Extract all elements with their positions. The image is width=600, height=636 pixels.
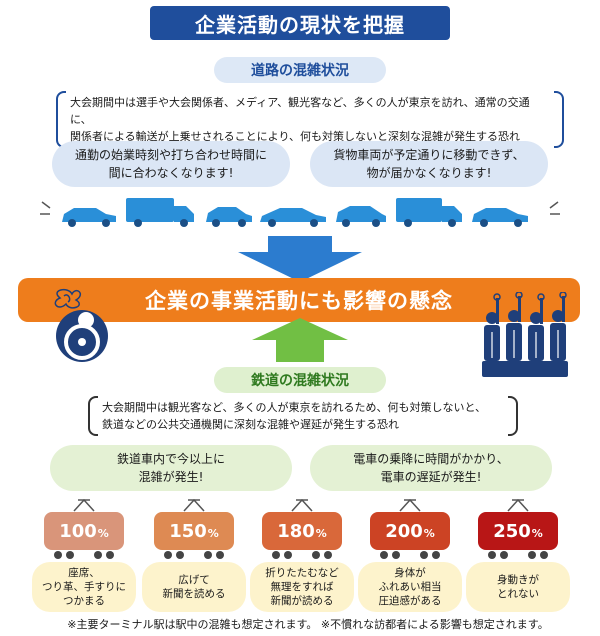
description-line: つかまる: [63, 595, 105, 607]
train-car-body: 250%: [478, 512, 558, 550]
road-impact-bubble-commute: 通勤の始業時刻や打ち合わせ時間に間に合わなくなります!: [52, 141, 290, 187]
description-line: 身体が: [394, 567, 426, 579]
arrow-down-icon: [238, 236, 362, 282]
jam-lines-right-icon: [549, 201, 560, 215]
train-car-body: 200%: [370, 512, 450, 550]
traffic-jam-vehicles-illustration: [40, 198, 560, 227]
congestion-value: 200: [385, 520, 423, 542]
pantograph-icon: [399, 498, 421, 512]
description-line: 身動きが: [497, 574, 539, 586]
stressed-driver-icon: [54, 288, 108, 362]
train-wheels-icon: [272, 551, 332, 559]
description-line: つり革、手すりに: [42, 581, 126, 593]
congestion-unit: %: [531, 527, 543, 540]
train-wheels-icon: [380, 551, 440, 559]
rail-impact-bubble-delay: 電車の乗降に時間がかかり、電車の遅延が発生!: [310, 445, 552, 491]
sedan-car-icon: [62, 208, 116, 227]
description-line: 広げて: [178, 574, 210, 586]
congestion-value: 150: [169, 520, 207, 542]
bubble-line: 電車の乗降に時間がかかり、: [353, 452, 509, 466]
pantograph-icon: [73, 498, 95, 512]
description-line: とれない: [497, 588, 539, 600]
description-line: 無理をすれば: [270, 581, 334, 593]
congestion-description-250: 身動きがとれない: [466, 562, 570, 612]
congestion-description-180: 折りたたむなど無理をすれば新聞が読める: [250, 562, 354, 612]
congestion-train-180: 180%: [262, 498, 342, 560]
compact-car-icon: [206, 207, 252, 227]
rail-section-heading: 鉄道の混雑状況: [214, 367, 386, 393]
crowded-passengers-icon: [482, 292, 568, 377]
sports-car-icon: [260, 208, 326, 227]
congestion-unit: %: [315, 527, 327, 540]
congestion-description-150: 広げて新聞を読める: [142, 562, 246, 612]
congestion-description-200: 身体がふれあい相当圧迫感がある: [358, 562, 462, 612]
train-car-body: 150%: [154, 512, 234, 550]
train-car-body: 180%: [262, 512, 342, 550]
congestion-value: 250: [493, 520, 531, 542]
congestion-value: 180: [277, 520, 315, 542]
bubble-line: 間に合わなくなります!: [108, 166, 234, 180]
description-line: 新聞が読める: [270, 595, 334, 607]
footnote: ※主要ターミナル駅は駅中の混雑も想定されます。 ※不慣れな訪都者による影響も想定…: [67, 618, 549, 631]
road-section-heading: 道路の混雑状況: [214, 57, 386, 83]
congestion-unit: %: [207, 527, 219, 540]
congestion-description-100: 座席、つり革、手すりにつかまる: [32, 562, 136, 612]
page-title: 企業活動の現状を把握: [150, 6, 450, 40]
bubble-line: 通勤の始業時刻や打ち合わせ時間に: [74, 148, 267, 162]
description-line: 圧迫感がある: [378, 595, 442, 607]
delivery-truck-icon: [396, 198, 462, 227]
hatchback-car-icon: [336, 206, 386, 227]
congestion-value: 100: [59, 520, 97, 542]
congestion-train-250: 250%: [478, 498, 558, 560]
bubble-line: 混雑が発生!: [138, 470, 204, 484]
jam-lines-left-icon: [40, 201, 51, 215]
sedan-car-icon: [472, 208, 528, 227]
road-description-line: 大会期間中は選手や大会関係者、メディア、観光客など、多くの人が東京を訪れ、通常の…: [70, 96, 530, 126]
truck-icon: [126, 198, 194, 227]
congestion-train-150: 150%: [154, 498, 234, 560]
bubble-line: 貨物車両が予定通りに移動できず、: [333, 148, 525, 162]
rail-description-line: 鉄道などの公共交通機関に深刻な混雑や遅延が発生する恐れ: [102, 418, 399, 431]
train-car-body: 100%: [44, 512, 124, 550]
rail-description: 大会期間中は観光客など、多くの人が東京を訪れるため、何も対策しないと、 鉄道など…: [88, 396, 518, 436]
rail-impact-bubble-crowding: 鉄道車内で今以上に混雑が発生!: [50, 445, 292, 491]
road-description: 大会期間中は選手や大会関係者、メディア、観光客など、多くの人が東京を訪れ、通常の…: [56, 91, 564, 148]
congestion-unit: %: [97, 527, 109, 540]
pantograph-icon: [291, 498, 313, 512]
business-impact-concern-banner: 企業の事業活動にも影響の懸念: [18, 278, 580, 322]
description-line: 新聞を読める: [162, 588, 226, 600]
congestion-train-100: 100%: [44, 498, 124, 560]
congestion-unit: %: [423, 527, 435, 540]
pantograph-icon: [507, 498, 529, 512]
train-wheels-icon: [488, 551, 548, 559]
road-impact-bubble-freight: 貨物車両が予定通りに移動できず、物が届かなくなります!: [310, 141, 548, 187]
pantograph-icon: [183, 498, 205, 512]
train-wheels-icon: [164, 551, 224, 559]
description-line: ふれあい相当: [378, 581, 442, 593]
bubble-line: 物が届かなくなります!: [366, 166, 492, 180]
bubble-line: 電車の遅延が発生!: [380, 470, 482, 484]
congestion-train-200: 200%: [370, 498, 450, 560]
road-description-line: 関係者による輸送が上乗せされることにより、何も対策しないと深刻な混雑が発生する恐…: [70, 130, 521, 143]
bubble-line: 鉄道車内で今以上に: [116, 452, 225, 466]
description-line: 座席、: [68, 567, 100, 579]
train-wheels-icon: [54, 551, 114, 559]
description-line: 折りたたむなど: [265, 567, 339, 579]
rail-description-line: 大会期間中は観光客など、多くの人が東京を訪れるため、何も対策しないと、: [102, 401, 487, 414]
arrow-up-icon: [252, 318, 348, 362]
